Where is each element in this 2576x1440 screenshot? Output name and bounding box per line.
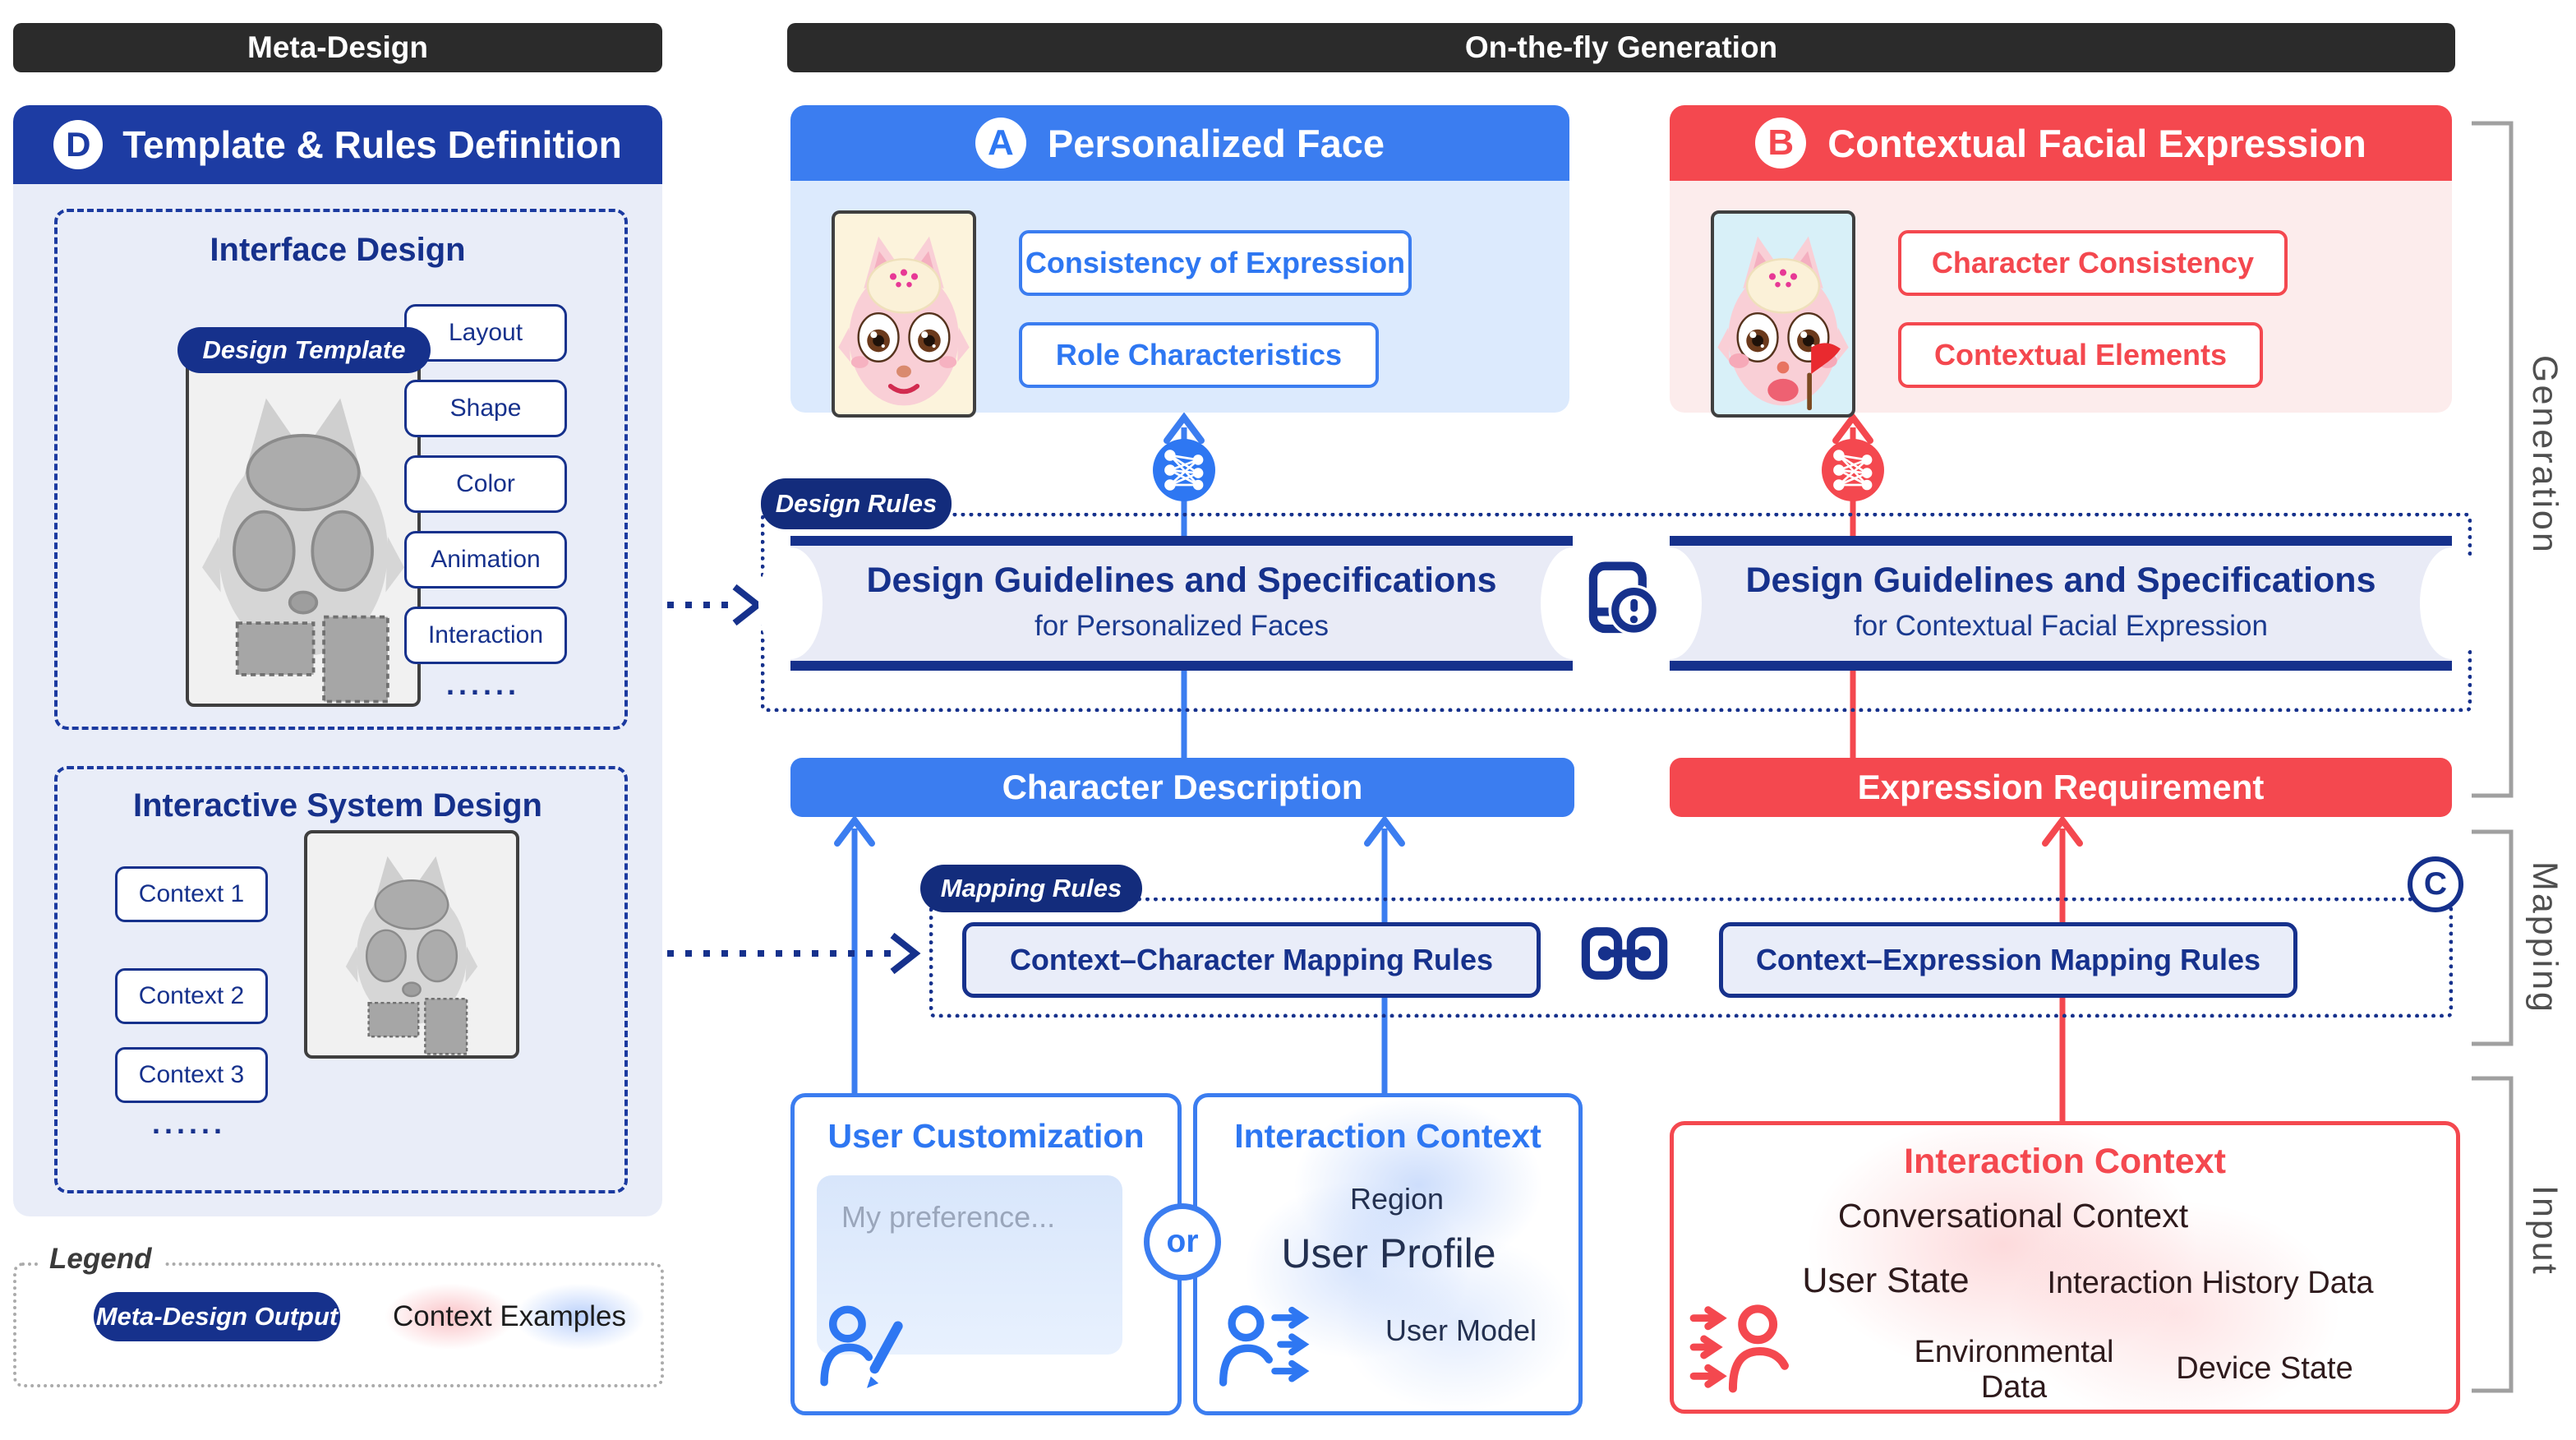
b-badge: B (1755, 118, 1807, 168)
option-button-layout: Layout (404, 304, 567, 362)
interaction-context-red-title: Interaction Context (1904, 1142, 2226, 1181)
context-item-user-state: User State (1802, 1261, 1970, 1300)
design-template-pill: Design Template (177, 327, 431, 373)
context-item-device-state: Device State (2176, 1351, 2353, 1386)
option-button-interaction: Interaction (404, 607, 567, 664)
context-button-1: Context 1 (115, 866, 268, 922)
interface-design-title: Interface Design (210, 232, 466, 268)
callout-contextual-elements: Contextual Elements (1898, 322, 2263, 388)
callout-character-consistency: Character Consistency (1898, 230, 2288, 296)
interaction-context-blue-box: Interaction Context (1193, 1093, 1583, 1415)
d-badge: D (53, 120, 104, 169)
character-description-bar: Character Description (790, 758, 1574, 817)
context-button-2: Context 2 (115, 968, 268, 1024)
c-badge: C (2408, 856, 2463, 912)
option-button-shape: Shape (404, 380, 567, 437)
context-button-3: Context 3 (115, 1047, 268, 1103)
context-item-region: Region (1349, 1182, 1445, 1216)
personalized-face-card (832, 210, 976, 418)
person-edit-icon (818, 1297, 915, 1394)
callout-role-characteristics: Role Characteristics (1019, 322, 1379, 388)
gray-cat-template-image (200, 396, 406, 704)
guidelines-subtitle: for Contextual Facial Expression (1854, 610, 2268, 642)
expression-requirement-bar: Expression Requirement (1670, 758, 2452, 817)
interaction-context-blue-title: Interaction Context (1234, 1117, 1541, 1155)
contextual-expression-card (1711, 210, 1855, 418)
surprised-cat-face-flag-image (1717, 235, 1850, 411)
generation-side-label: Generation (2525, 355, 2564, 555)
guidelines-subtitle: for Personalized Faces (1035, 610, 1329, 642)
context-template-card (304, 830, 519, 1059)
on-the-fly-bar-label: On-the-fly Generation (1464, 30, 1778, 64)
person-arrows-icon (1689, 1295, 1793, 1399)
spec-doc-icon (1568, 547, 1676, 656)
mapping-rules-box (929, 898, 2453, 1018)
personalized-face-title: Personalized Face (1047, 121, 1385, 165)
personalized-face-header: A Personalized Face (790, 105, 1569, 181)
callout-consistency-of-expression: Consistency of Expression (1019, 230, 1412, 296)
gray-cat-template-image (344, 855, 479, 1055)
interaction-context-red-box: Interaction Context (1670, 1121, 2460, 1414)
context-item-environmental: Environmental Data (1914, 1335, 2114, 1405)
template-rules-header: D Template & Rules Definition (13, 105, 662, 184)
guidelines-title: Design Guidelines and Specifications (1745, 561, 2376, 600)
interactive-system-box (54, 766, 628, 1193)
input-side-label: Input (2525, 1185, 2564, 1276)
guidelines-banner-contextual: Design Guidelines and Specifications for… (1638, 536, 2484, 671)
context-examples-label: Context Examples (374, 1281, 645, 1353)
guidelines-title: Design Guidelines and Specifications (866, 561, 1497, 600)
design-rules-pill: Design Rules (761, 478, 952, 529)
legend-title: Legend (38, 1243, 164, 1276)
option-button-color: Color (404, 455, 567, 513)
user-customization-title: User Customization (827, 1117, 1145, 1155)
interface-design-box (54, 209, 628, 730)
template-rules-title: Template & Rules Definition (122, 123, 622, 166)
preference-input: My preference... (817, 1175, 1122, 1355)
contextual-expression-title: Contextual Facial Expression (1827, 121, 2366, 165)
pink-cat-face-image (837, 235, 970, 407)
preference-placeholder: My preference... (841, 1200, 1056, 1234)
guidelines-banner-personalized: Design Guidelines and Specifications for… (758, 536, 1605, 671)
context-item-conversational: Conversational Context (1837, 1197, 2189, 1235)
or-badge: or (1144, 1203, 1221, 1281)
person-arrows-icon (1219, 1299, 1315, 1394)
context-item-interaction-history: Interaction History Data (2047, 1266, 2374, 1300)
mapping-rules-pill: Mapping Rules (920, 865, 1142, 912)
interface-ellipsis: ...... (445, 667, 520, 701)
design-template-card (186, 360, 421, 707)
chain-link-icon (1579, 919, 1670, 988)
option-button-animation: Animation (404, 531, 567, 588)
on-the-fly-bar: On-the-fly Generation (787, 23, 2455, 72)
context-expression-rules-box: Context–Expression Mapping Rules (1719, 922, 2297, 998)
a-badge: A (975, 118, 1026, 168)
section-brackets (2472, 121, 2514, 1393)
meta-design-bar-label: Meta-Design (247, 30, 428, 64)
meta-design-bar: Meta-Design (13, 23, 662, 72)
context-character-rules-box: Context–Character Mapping Rules (962, 922, 1541, 998)
contextual-expression-header: B Contextual Facial Expression (1670, 105, 2452, 181)
interactive-system-title: Interactive System Design (133, 787, 542, 824)
context-item-user-profile: User Profile (1281, 1230, 1496, 1276)
interactive-ellipsis: ...... (151, 1106, 226, 1140)
context-item-user-model: User Model (1385, 1313, 1537, 1347)
meta-design-output-pill: Meta-Design Output (94, 1292, 340, 1341)
mapping-side-label: Mapping (2525, 861, 2564, 1014)
